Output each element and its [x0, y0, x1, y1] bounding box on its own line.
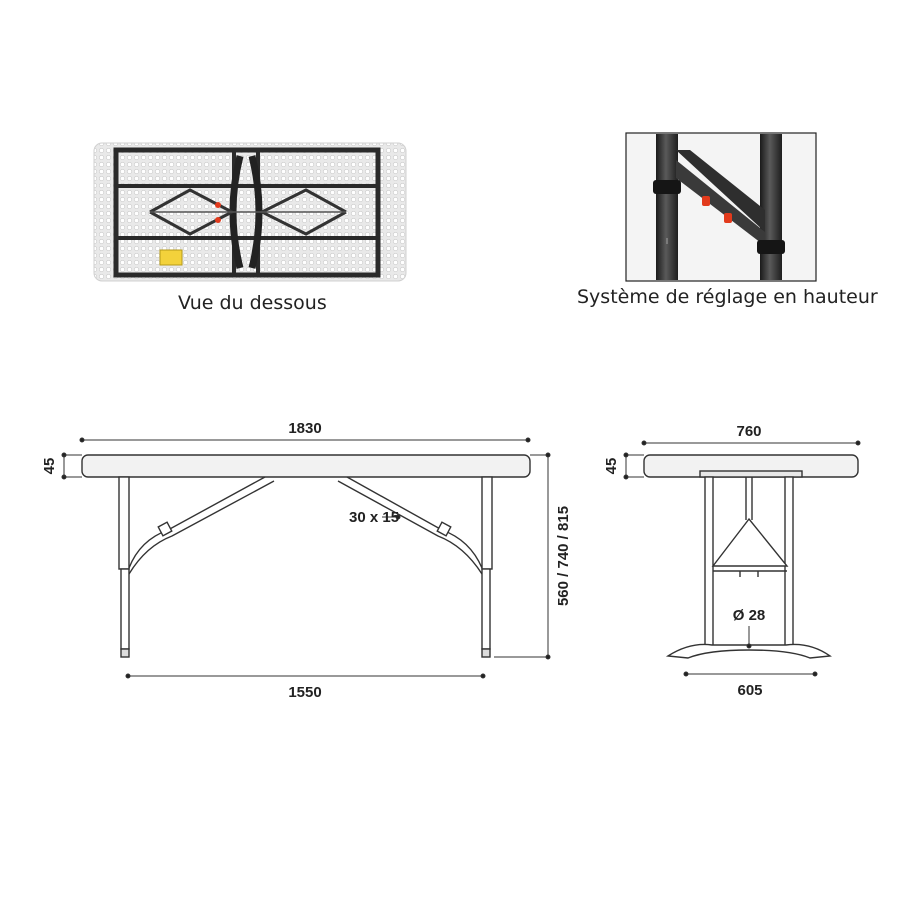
- side-view-drawing: [81, 454, 531, 658]
- end-thickness-label: 45: [603, 458, 620, 475]
- underside-caption: Vue du dessous: [178, 292, 327, 314]
- foot-span-label: 605: [737, 682, 762, 699]
- leg-span-label: 1550: [288, 684, 321, 701]
- height-adjust-caption: Système de réglage en hauteur: [577, 286, 878, 308]
- tube-diameter-label: Ø 28: [733, 607, 766, 624]
- side-length-label: 1830: [288, 420, 321, 437]
- side-view-dimensions: [61, 437, 551, 679]
- height-adjust-image: [625, 132, 817, 282]
- side-thickness-label: 45: [41, 458, 58, 475]
- end-view-dimensions: [623, 440, 861, 677]
- end-view-drawing: [643, 454, 859, 659]
- height-options-label: 560 / 740 / 815: [555, 506, 572, 606]
- end-width-label: 760: [736, 423, 761, 440]
- underside-view-image: [93, 142, 407, 282]
- brace-section-label: 30 x 15: [349, 509, 399, 526]
